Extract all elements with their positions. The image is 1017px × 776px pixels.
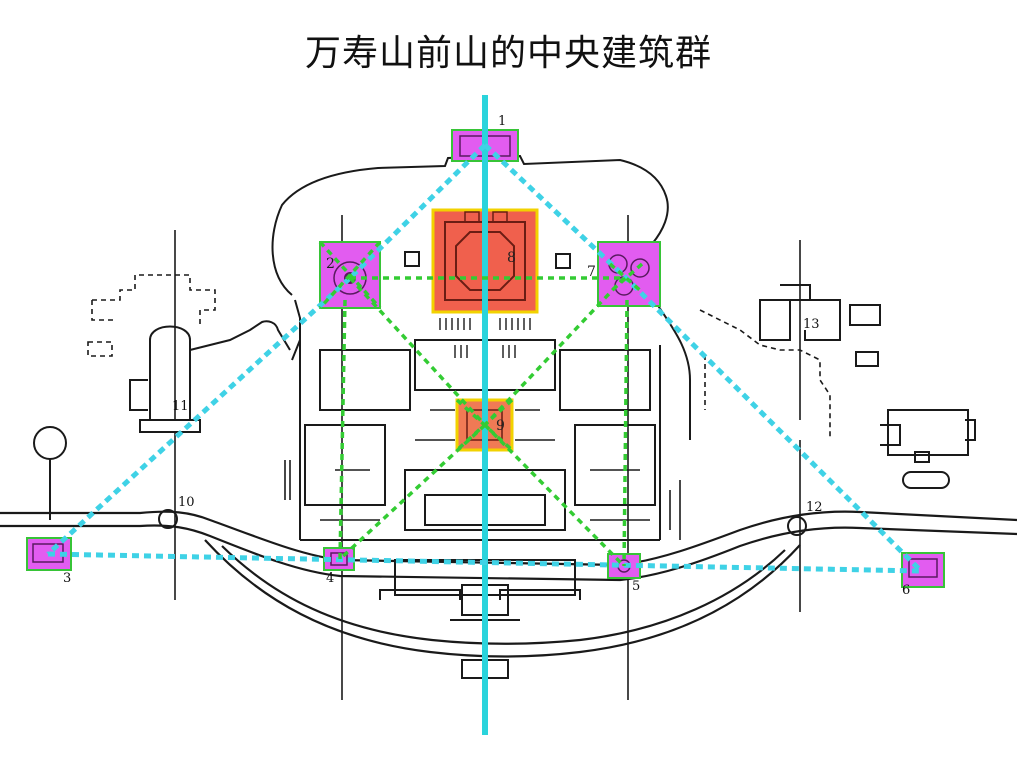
label-12: 12 [806, 500, 823, 515]
dashed-left-structure [87, 274, 216, 357]
green-guides [318, 240, 644, 568]
node-10 [158, 509, 178, 529]
label-1: 1 [498, 114, 506, 129]
palace-court-3 [304, 424, 386, 506]
lakeshore-inner [0, 524, 1017, 582]
stair-hatching [439, 318, 531, 358]
building-11-outline [129, 320, 291, 421]
small-pavilion-left [404, 251, 420, 267]
label-5: 5 [632, 579, 640, 594]
lakeshore-outer [0, 510, 1017, 567]
label-3: 3 [63, 571, 71, 586]
label-7: 7 [587, 264, 596, 280]
building-11-base [139, 419, 201, 433]
right-court-base [914, 451, 930, 463]
octagon-pavilion [33, 426, 67, 460]
lake-arc-outer [204, 539, 801, 658]
palace-court-1 [319, 349, 411, 411]
small-pavilion-right [555, 253, 571, 269]
palace-court-4 [574, 424, 656, 506]
hill-contour-inner [291, 299, 301, 361]
palace-detail-lines [284, 409, 681, 540]
label-10: 10 [178, 495, 195, 510]
palace-court-2 [559, 349, 651, 411]
building-13-outline [759, 284, 881, 367]
label-11: 11 [172, 399, 189, 414]
palace-outline [299, 340, 661, 621]
label-9: 9 [496, 418, 505, 434]
label-4: 4 [326, 571, 334, 586]
label-13: 13 [803, 317, 820, 332]
right-court-outline [880, 409, 976, 456]
label-6: 6 [902, 583, 910, 598]
cyan-guides [46, 143, 923, 574]
building-3 [26, 537, 72, 571]
diagram-title: 万寿山前山的中央建筑群 [304, 33, 712, 74]
label-2: 2 [326, 256, 335, 272]
label-8: 8 [507, 250, 516, 266]
node-12 [787, 516, 807, 536]
right-court-rock [902, 471, 950, 489]
lake-arc-inner [221, 545, 786, 645]
